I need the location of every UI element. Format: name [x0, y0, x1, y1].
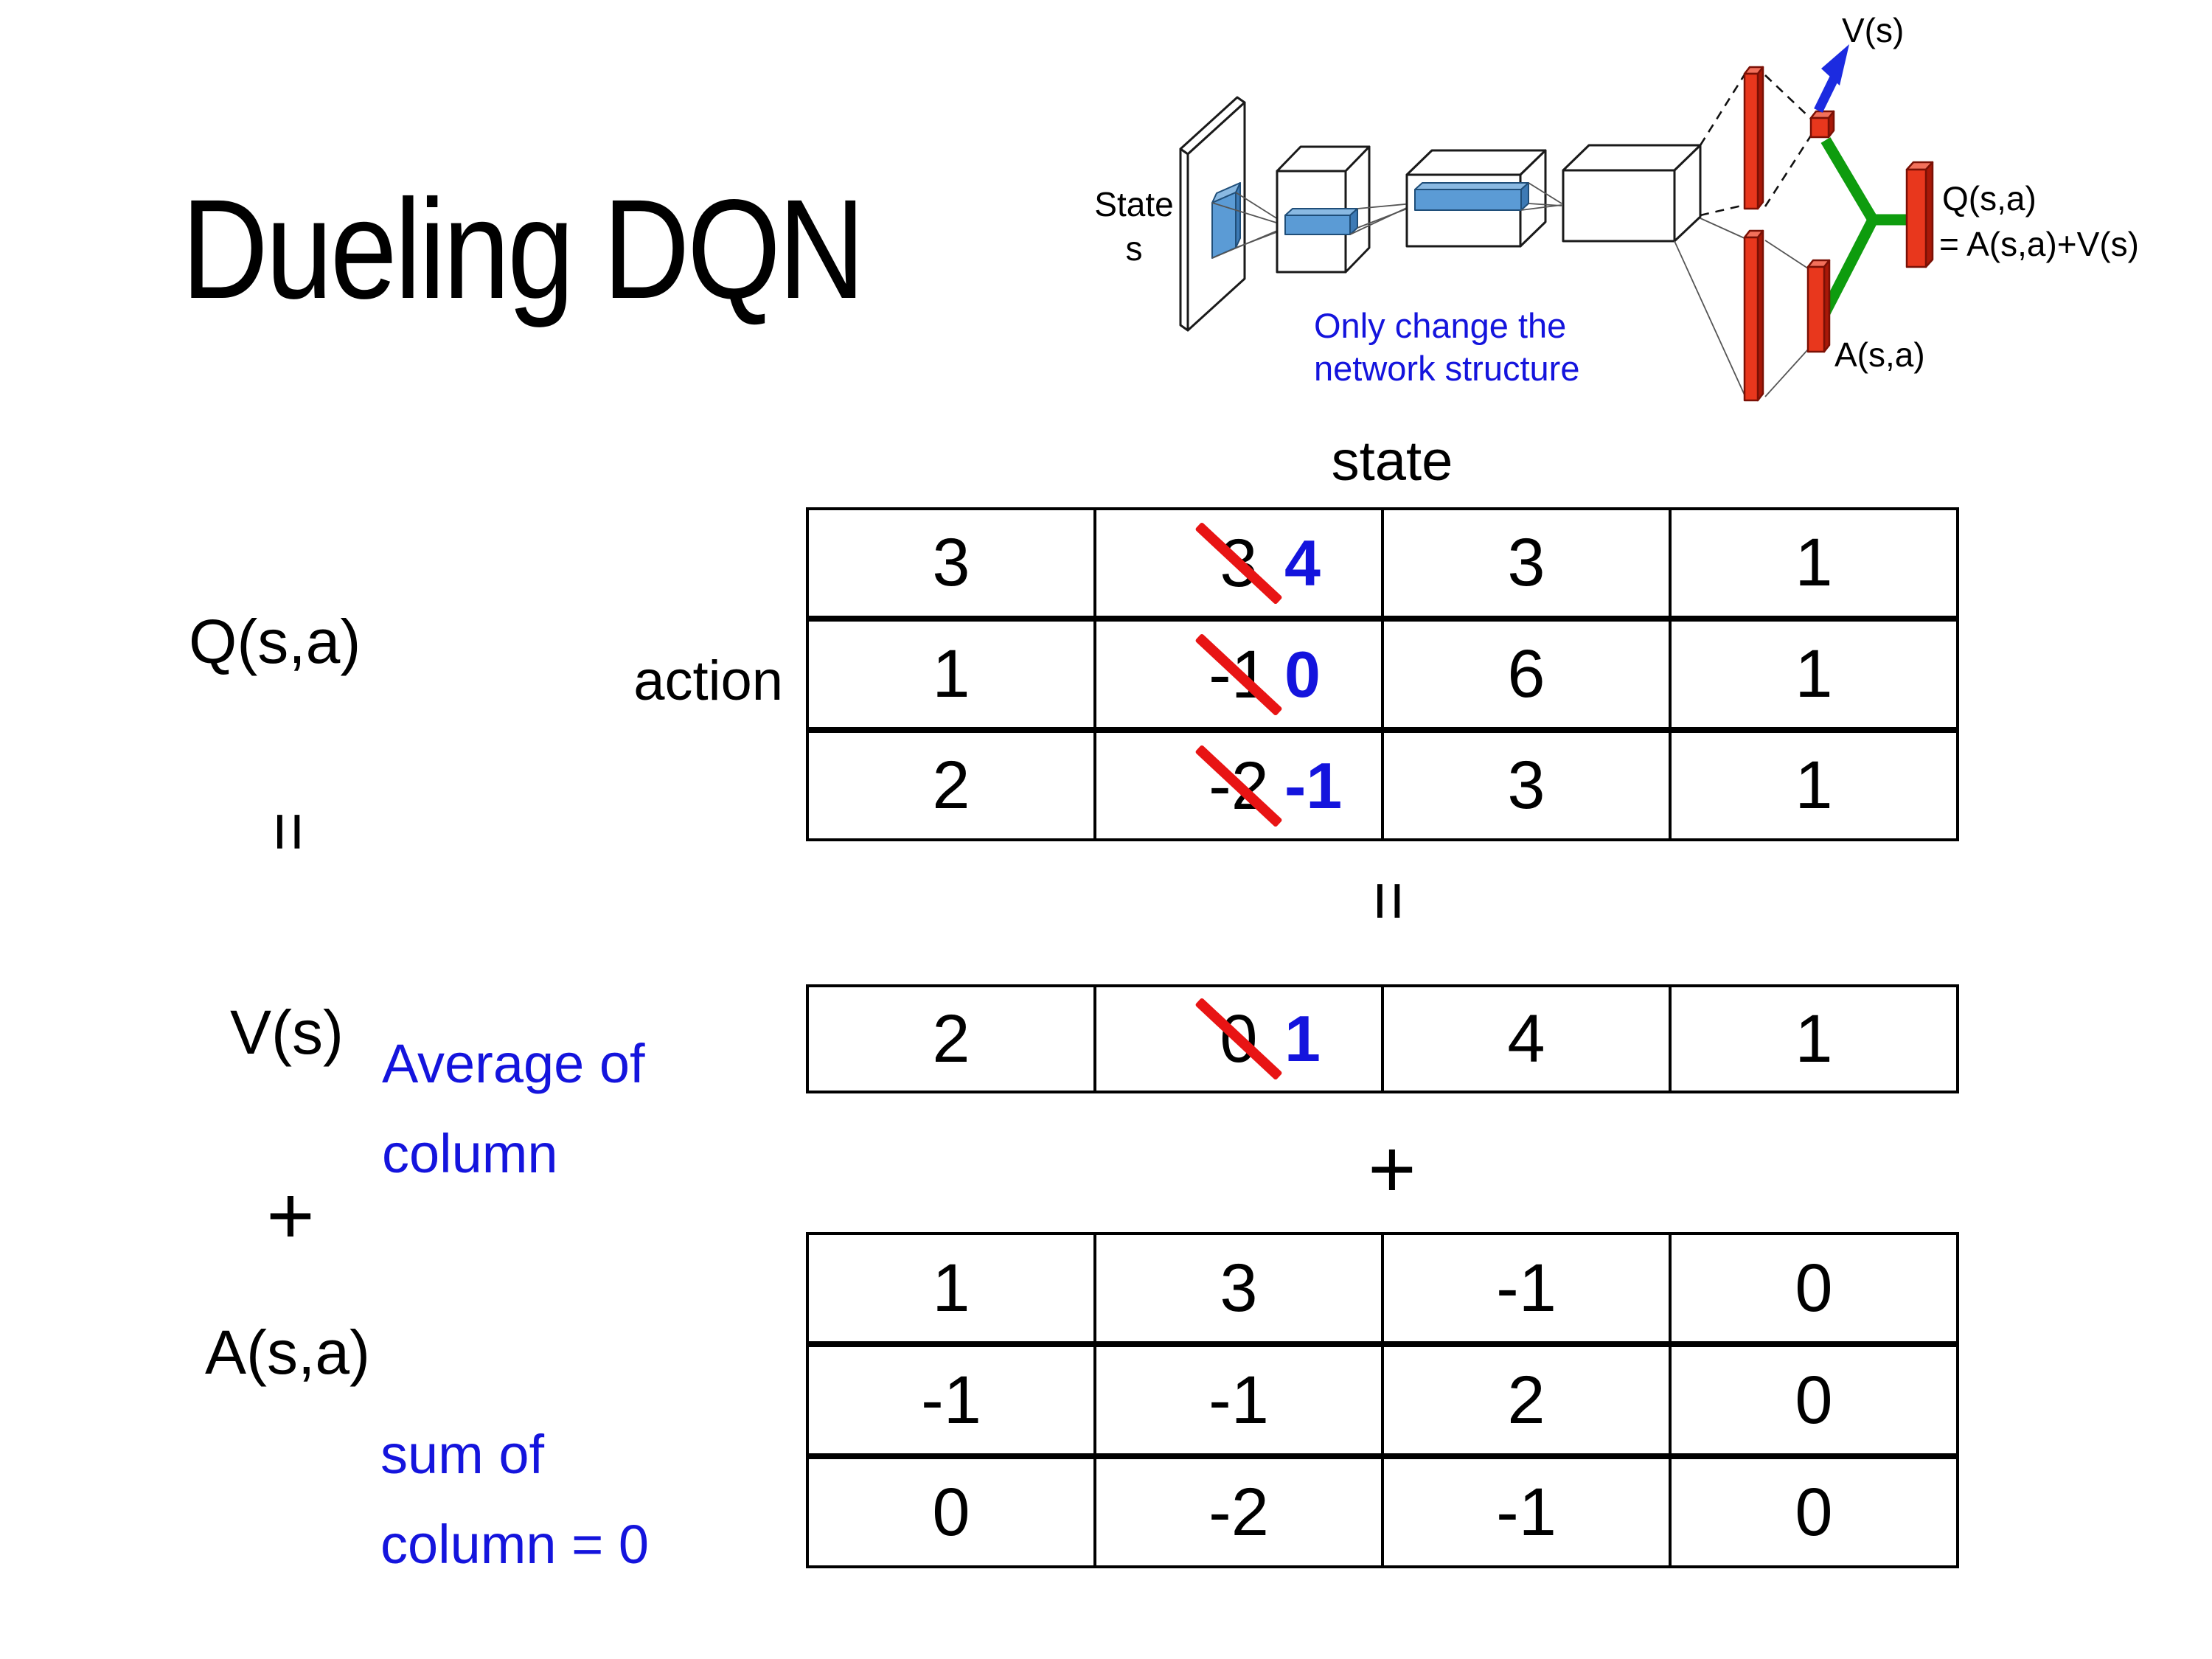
strike-line: [1194, 997, 1283, 1081]
table-cell: 2: [1381, 1344, 1672, 1456]
q-matrix-label: Q(s,a): [189, 607, 361, 676]
green-connector: [1812, 137, 1910, 332]
table-cell: -1: [806, 1344, 1096, 1456]
table-cell: -2: [1093, 1456, 1384, 1568]
diagram-v-output-label: V(s): [1842, 11, 1904, 49]
diagram-a-output-label: A(s,a): [1834, 335, 1925, 374]
table-cell: -1: [1381, 1456, 1672, 1568]
table-cell: 2: [806, 730, 1096, 841]
a-matrix-label: A(s,a): [205, 1318, 371, 1387]
old-value: -2: [1194, 744, 1283, 827]
fc-bar-bottom: [1743, 229, 1764, 402]
dashed-connections: [1699, 72, 1812, 217]
new-value: -1: [1284, 748, 1343, 822]
a-node: [1806, 259, 1831, 353]
new-value: 4: [1284, 526, 1321, 599]
strike-line: [1194, 744, 1283, 827]
average-note-line2: column: [382, 1123, 558, 1184]
conv-box-3: [1562, 144, 1702, 243]
fan-lines-3: [1520, 182, 1562, 211]
sum-note-line2: column = 0: [380, 1514, 650, 1575]
diagram-note-line2: network structure: [1314, 349, 1579, 388]
new-value: 0: [1284, 637, 1321, 711]
plus-sign-center: +: [1368, 1123, 1416, 1215]
table-cell: 3: [1381, 507, 1672, 619]
diagram-q-output-label: Q(s,a): [1942, 179, 2037, 218]
diagram-state-label-line1: State: [1094, 185, 1173, 223]
new-value: 1: [1284, 1002, 1321, 1075]
v-matrix-label: V(s): [230, 998, 344, 1067]
table-cell: 0: [1669, 1344, 1959, 1456]
table-cell: 1: [1669, 730, 1959, 841]
diagram-state-label-line2: s: [1126, 229, 1143, 268]
equals-sign-left: =: [251, 811, 328, 852]
old-value: 0: [1194, 997, 1283, 1081]
table-cell: 3: [1093, 1232, 1384, 1344]
old-value: -1: [1194, 633, 1283, 716]
table-cell: 2: [806, 984, 1096, 1093]
solid-connections: [1674, 218, 1809, 399]
diagram-note-line1: Only change the: [1314, 306, 1566, 345]
table-cell: 1: [806, 1232, 1096, 1344]
table-cell: -1: [1093, 1344, 1384, 1456]
strike-line: [1194, 521, 1283, 605]
table-cell: 3: [1381, 730, 1672, 841]
table-cell: 0: [806, 1456, 1096, 1568]
table-cell: 1: [1669, 619, 1959, 730]
sum-note-line1: sum of: [380, 1424, 545, 1485]
network-diagram: State s Only change the network structur…: [1094, 11, 2139, 402]
v-arrow-icon: [1814, 44, 1849, 113]
table-cell: 3: [806, 507, 1096, 619]
average-note-line1: Average of: [382, 1033, 645, 1094]
q-output-bar: [1905, 161, 1934, 268]
v-node: [1809, 110, 1835, 139]
old-value: 3: [1194, 521, 1283, 605]
action-header: action: [633, 650, 783, 712]
equals-sign-center: =: [1351, 880, 1428, 922]
feature-slab-1: [1284, 208, 1358, 235]
strike-line: [1194, 633, 1283, 716]
feature-slab-2: [1414, 182, 1529, 211]
table-cell: 1: [806, 619, 1096, 730]
table-cell: -1: [1381, 1232, 1672, 1344]
table-cell: 4: [1381, 984, 1672, 1093]
fan-lines-2: [1349, 203, 1413, 235]
table-cell: 0: [1669, 1456, 1959, 1568]
plus-sign-left: +: [266, 1169, 315, 1262]
slide-title: Dueling DQN: [181, 170, 865, 328]
conv-filter-box: [1211, 182, 1241, 259]
table-cell: 6: [1381, 619, 1672, 730]
diagram-q-formula: = A(s,a)+V(s): [1939, 225, 2139, 263]
average-note: Average of column: [382, 1019, 645, 1199]
table-cell: 0: [1669, 1232, 1959, 1344]
fc-bar-top: [1743, 66, 1764, 210]
table-cell: 1: [1669, 984, 1959, 1093]
table-cell: -2-1: [1093, 730, 1384, 841]
sum-note: sum of column = 0: [380, 1410, 649, 1590]
table-cell: 1: [1669, 507, 1959, 619]
state-header: state: [1331, 430, 1453, 493]
